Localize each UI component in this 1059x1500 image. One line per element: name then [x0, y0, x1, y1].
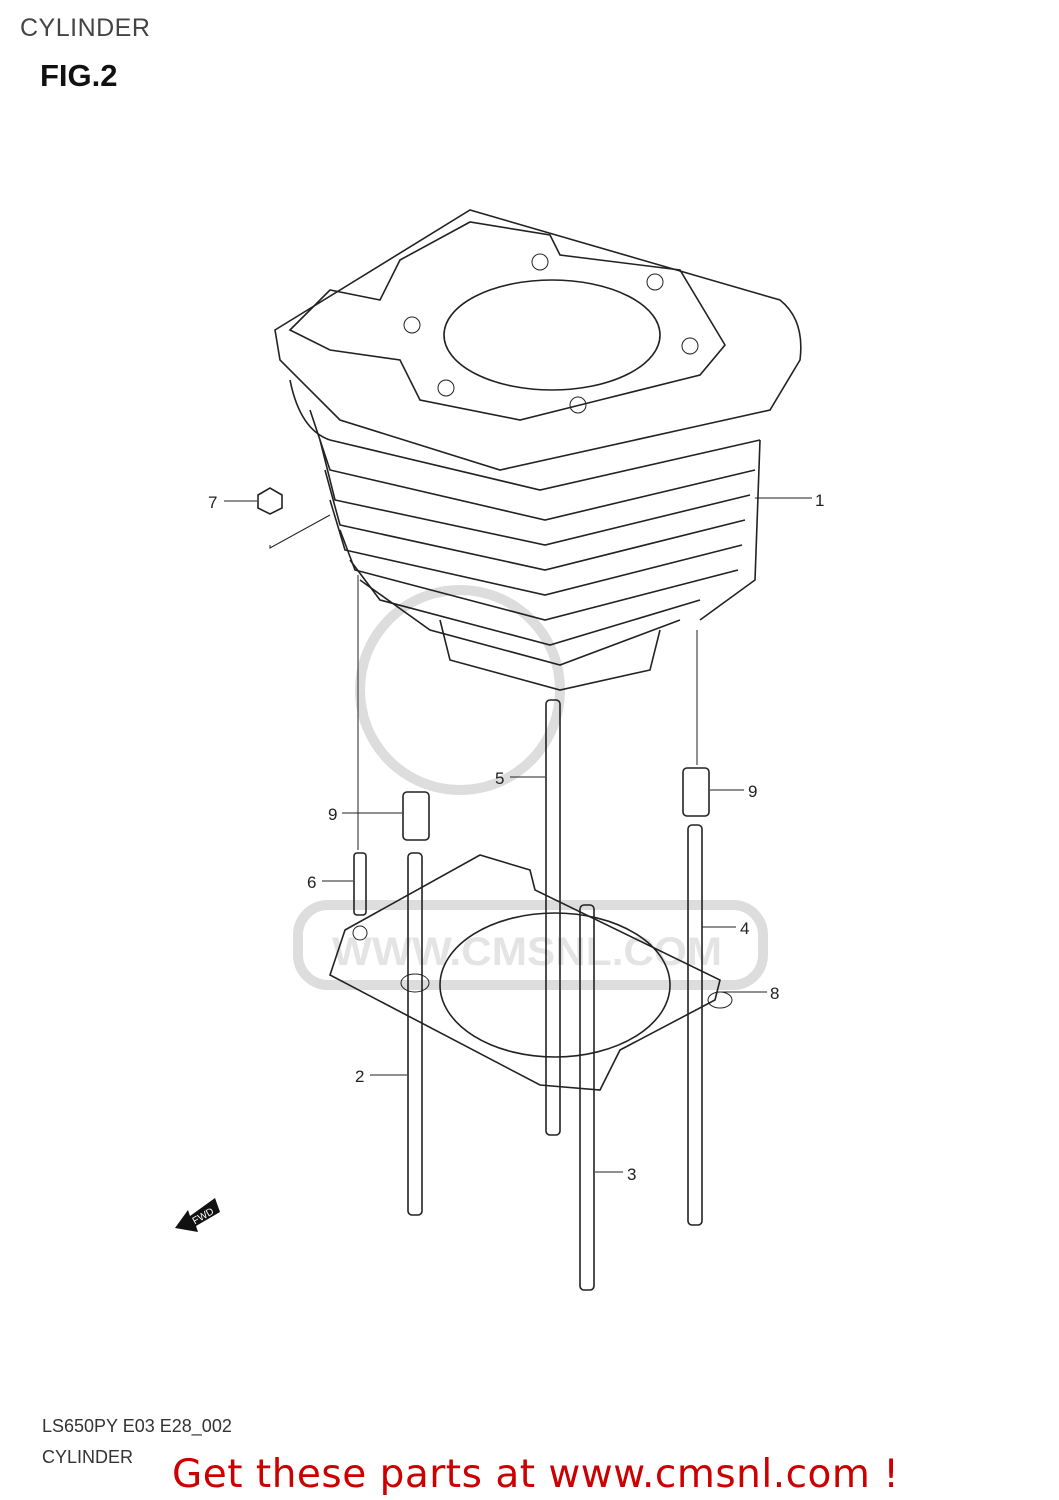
callout-9-left: 9 — [328, 805, 337, 824]
cylinder-block — [274, 209, 802, 691]
callout-5: 5 — [495, 769, 504, 788]
callout-9-right: 9 — [748, 782, 757, 801]
cap-nut-7 — [257, 487, 283, 515]
section-title: CYLINDER — [20, 14, 151, 42]
dowel-pin-left — [402, 791, 430, 841]
fwd-label: FWD — [191, 1206, 216, 1227]
stud-bolt-2 — [407, 852, 423, 1216]
promo-link[interactable]: Get these parts at www.cmsnl.com ! — [172, 1452, 900, 1497]
figure-label: FIG.2 — [40, 58, 118, 93]
stud-6 — [353, 852, 367, 916]
stud-bolts — [257, 487, 710, 1291]
dowel-pin-right — [682, 767, 710, 817]
diagram-code: LS650PY E03 E28_002 — [42, 1416, 232, 1436]
callout-7: 7 — [208, 493, 217, 512]
callout-3: 3 — [627, 1165, 636, 1184]
diagram-name: CYLINDER — [42, 1447, 134, 1467]
callout-4: 4 — [740, 919, 749, 938]
callout-8: 8 — [770, 984, 779, 1003]
callout-2: 2 — [355, 1067, 364, 1086]
watermark-logo: WWW.CMSNL.COM — [293, 585, 768, 990]
callout-6: 6 — [307, 873, 316, 892]
cylinder-gasket — [329, 854, 733, 1091]
stud-bolt-3 — [579, 904, 595, 1291]
fwd-arrow-icon: FWD — [175, 1198, 220, 1232]
stud-bolt-5 — [545, 699, 561, 1136]
callout-1: 1 — [815, 491, 824, 510]
stud-bolt-4 — [687, 824, 703, 1226]
